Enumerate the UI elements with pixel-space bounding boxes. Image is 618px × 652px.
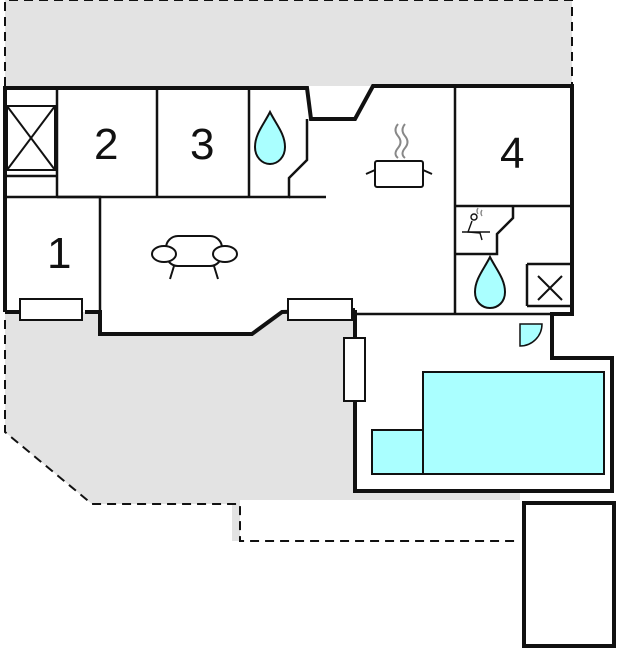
outbuilding bbox=[522, 501, 616, 648]
sofa-icon bbox=[151, 235, 238, 280]
interior-walls bbox=[5, 86, 572, 316]
shaft-cross-icon bbox=[6, 105, 56, 171]
door-swing-icon bbox=[519, 323, 543, 347]
window bbox=[343, 337, 366, 402]
sauna-icon bbox=[462, 207, 490, 241]
cooking-pot-icon bbox=[365, 123, 433, 188]
terrace-area bbox=[4, 0, 610, 542]
window bbox=[287, 298, 353, 321]
window bbox=[19, 298, 83, 321]
room-label-3: 3 bbox=[190, 120, 214, 169]
pool bbox=[371, 371, 605, 475]
shaft-cross-icon bbox=[537, 275, 563, 301]
windows bbox=[19, 298, 366, 402]
room-label-1: 1 bbox=[47, 229, 71, 278]
water-drop-icon bbox=[253, 109, 287, 166]
room-label-2: 2 bbox=[94, 120, 118, 169]
water-drop-icon bbox=[473, 254, 507, 310]
room-label-4: 4 bbox=[500, 129, 524, 178]
